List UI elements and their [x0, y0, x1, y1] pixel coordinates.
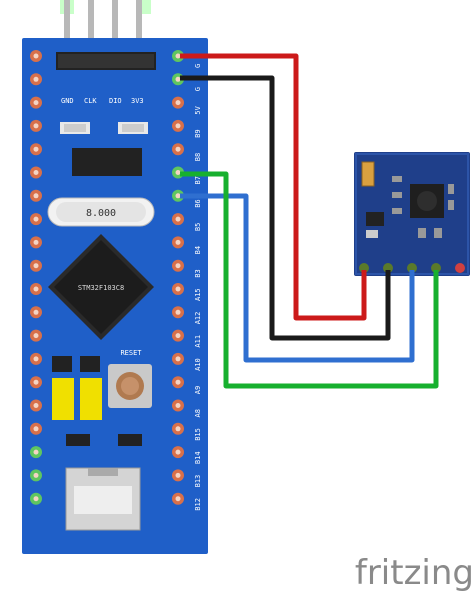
swd-label-gnd: GND: [61, 97, 74, 105]
pin-label-left-3: C15: [10, 125, 18, 138]
crystal-label: 8.000: [86, 208, 116, 219]
sensor-module: [354, 152, 470, 276]
voltage-regulator: [72, 148, 142, 176]
pin-label-right-6: B6: [194, 199, 202, 207]
pin-label-left-16: NRST: [10, 423, 18, 441]
boot-jumpers: [52, 356, 102, 420]
pin-label-left-10: A6: [10, 293, 18, 301]
pin-label-right-8: B4: [194, 246, 202, 254]
chip-label: STM32F103C8: [78, 284, 124, 292]
pin-label-left-14: B10: [10, 382, 18, 395]
wire-green: [180, 171, 439, 389]
pin-label-right-5: B7: [194, 176, 202, 184]
pin-label-right-7: B5: [194, 223, 202, 231]
pin-label-left-17: 3V3: [10, 451, 18, 464]
pin-label-right-15: A8: [194, 409, 202, 417]
pin-label-right-16: B15: [194, 428, 202, 441]
reset-label: RESET: [120, 349, 142, 357]
pin-label-right-4: B8: [194, 153, 202, 161]
pin-label-right-1: G: [194, 87, 202, 91]
pin-label-left-12: B0: [10, 339, 18, 347]
pin-label-left-8: A4: [10, 246, 18, 254]
swd-labels: GND CLK DIO 3V3: [61, 97, 144, 105]
swd-label-clk: CLK: [84, 97, 97, 105]
pin-label-right-9: B3: [194, 269, 202, 277]
fritzing-watermark: fritzing: [355, 553, 474, 593]
right-header-pins: G G 5V B9B8B7B6B5B4B3A15A12A11A10A9A8B15B14…: [172, 50, 202, 511]
pin-label-right-12: A11: [194, 335, 202, 348]
pin-label-left-5: A1: [10, 176, 18, 184]
pin-label-left-9: A5: [10, 269, 18, 277]
swd-header-pins: [60, 0, 151, 60]
pin-label-right-18: B13: [194, 475, 202, 488]
swd-label-3v3: 3V3: [131, 97, 144, 105]
pin-label-left-7: A3: [10, 223, 18, 231]
pin-label-right-2: 5V: [194, 105, 202, 114]
left-header-pins: VBAT C13C14C15A0A1A2A3A4A5A6A7B0B1B10B11N…: [10, 50, 42, 511]
pin-label-right-10: A15: [194, 288, 202, 301]
mcu-chip: STM32F103C8: [48, 234, 154, 340]
pin-label-left-0: VBAT: [10, 50, 18, 68]
pin-label-left-18: GND: [10, 475, 18, 488]
pin-label-right-19: B12: [194, 498, 202, 511]
pin-label-left-6: A2: [10, 199, 18, 207]
pin-label-left-15: B11: [10, 405, 18, 418]
pin-label-left-2: C14: [10, 102, 18, 115]
pin-label-right-0: G: [194, 64, 202, 68]
pin-label-left-13: B1: [10, 362, 18, 370]
pin-label-left-19: GND: [10, 498, 18, 511]
pin-label-right-13: A10: [194, 358, 202, 371]
pin-label-right-17: B14: [194, 451, 202, 464]
reset-button[interactable]: RESET: [108, 349, 152, 408]
pin-label-right-11: A12: [194, 312, 202, 325]
crystal: 8.000: [47, 197, 155, 227]
wire-black: [180, 75, 391, 341]
usb-connector: [65, 467, 141, 531]
pin-label-right-3: B9: [194, 129, 202, 137]
pin-label-left-1: C13: [10, 79, 18, 92]
pin-label-left-11: A7: [10, 316, 18, 324]
swd-label-dio: DIO: [109, 97, 122, 105]
pin-label-right-14: A9: [194, 386, 202, 394]
wires: [180, 53, 439, 389]
wire-red: [180, 53, 367, 321]
pin-label-left-4: A0: [10, 153, 18, 161]
